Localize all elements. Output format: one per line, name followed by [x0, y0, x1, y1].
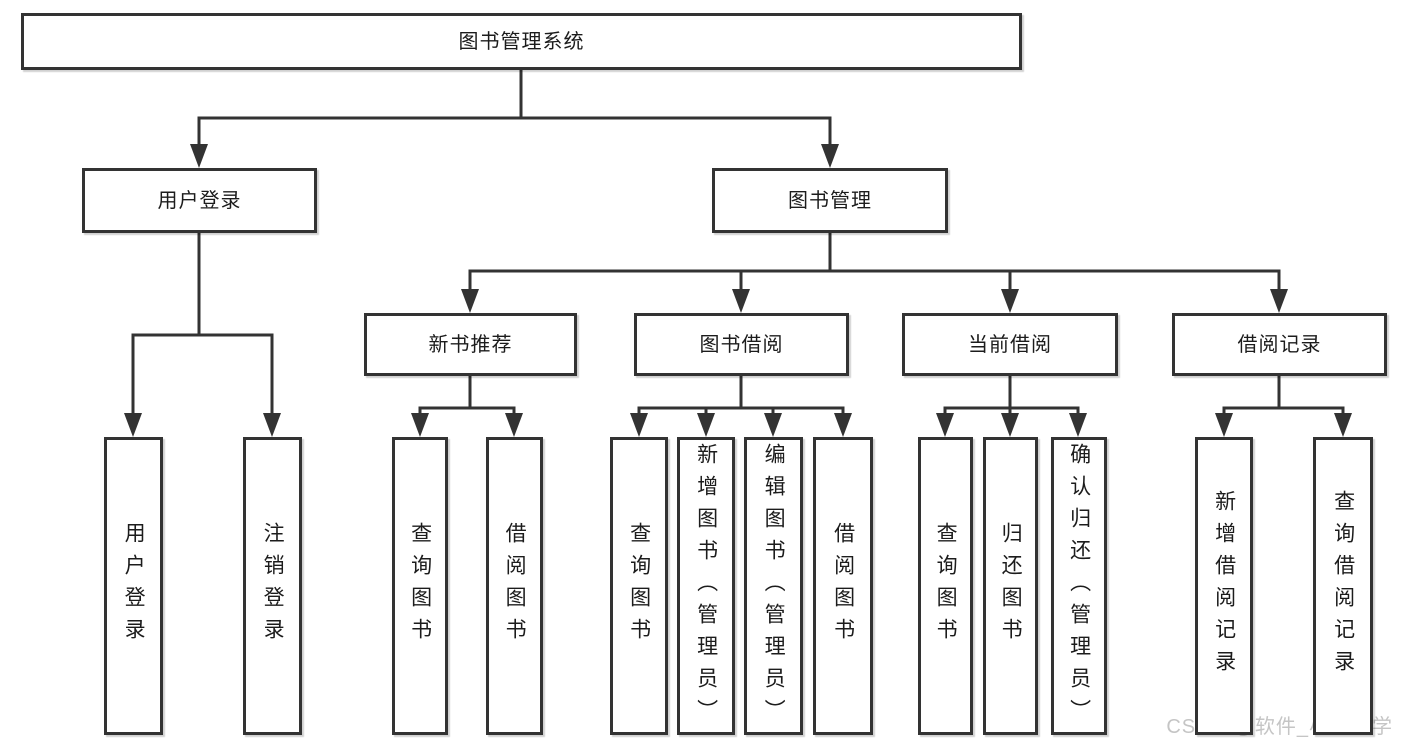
node-leaf-confirm-return-label: 确认归还（管理员） [1067, 443, 1091, 731]
connector-group [411, 374, 523, 437]
node-leaf-query-record: 查询借阅记录 [1313, 437, 1373, 735]
node-current-borrow-label: 当前借阅 [968, 333, 1052, 356]
connector-group [630, 374, 852, 437]
arrowhead-down-icon [1069, 413, 1087, 437]
node-book-mgmt: 图书管理 [712, 168, 948, 233]
arrowhead-down-icon [821, 144, 839, 168]
arrowhead-down-icon [1215, 413, 1233, 437]
connector-group [124, 231, 281, 437]
node-leaf-borrow-book-2: 借阅图书 [813, 437, 873, 735]
arrowhead-down-icon [630, 413, 648, 437]
node-leaf-query-book-2: 查询图书 [610, 437, 668, 735]
node-book-borrow-label: 图书借阅 [699, 333, 784, 356]
node-book-mgmt-label: 图书管理 [788, 189, 872, 212]
node-leaf-query-book-1: 查询图书 [392, 437, 448, 735]
arrowhead-down-icon [505, 413, 523, 437]
arrowhead-down-icon [190, 144, 208, 168]
node-book-borrow: 图书借阅 [634, 313, 849, 376]
node-leaf-borrow-book-1: 借阅图书 [486, 437, 543, 735]
connector-line [418, 374, 516, 421]
node-leaf-edit-book-label: 编辑图书（管理员） [762, 443, 786, 731]
node-leaf-logout: 注销登录 [243, 437, 302, 735]
arrowhead-down-icon [1001, 413, 1019, 437]
node-leaf-borrow-book-1-label: 借阅图书 [503, 522, 527, 650]
node-new-book-recommend-label: 新书推荐 [428, 333, 513, 356]
connector-group [190, 68, 839, 168]
node-leaf-add-book-label: 新增图书（管理员） [694, 443, 718, 731]
connector-line [943, 374, 1080, 421]
node-user-login: 用户登录 [82, 168, 317, 233]
node-leaf-query-book-1-label: 查询图书 [408, 522, 432, 650]
connector-line [1222, 374, 1345, 421]
node-leaf-add-book: 新增图书（管理员） [677, 437, 735, 735]
node-leaf-confirm-return: 确认归还（管理员） [1051, 437, 1107, 735]
arrowhead-down-icon [1270, 289, 1288, 313]
arrowhead-down-icon [461, 289, 479, 313]
node-leaf-query-book-3-label: 查询图书 [934, 522, 958, 650]
node-leaf-borrow-book-2-label: 借阅图书 [831, 522, 855, 650]
arrowhead-down-icon [124, 413, 142, 437]
node-leaf-query-book-2-label: 查询图书 [627, 522, 651, 650]
arrowhead-down-icon [411, 413, 429, 437]
node-leaf-return-book-label: 归还图书 [999, 522, 1023, 650]
arrowhead-down-icon [263, 413, 281, 437]
connector-group [1215, 374, 1352, 437]
node-root-label: 图书管理系统 [458, 30, 585, 53]
arrowhead-down-icon [697, 413, 715, 437]
connector-group [936, 374, 1087, 437]
arrowhead-down-icon [732, 289, 750, 313]
node-leaf-query-record-label: 查询借阅记录 [1331, 490, 1355, 682]
connector-line [468, 231, 1281, 297]
node-leaf-logout-label: 注销登录 [261, 522, 285, 650]
node-leaf-return-book: 归还图书 [983, 437, 1038, 735]
connector-line [197, 68, 832, 152]
arrowhead-down-icon [834, 413, 852, 437]
node-borrow-records: 借阅记录 [1172, 313, 1387, 376]
node-leaf-add-record-label: 新增借阅记录 [1212, 490, 1236, 682]
node-leaf-query-book-3: 查询图书 [918, 437, 973, 735]
connector-group [461, 231, 1288, 313]
node-current-borrow: 当前借阅 [902, 313, 1118, 376]
node-new-book-recommend: 新书推荐 [364, 313, 577, 376]
arrowhead-down-icon [1334, 413, 1352, 437]
node-borrow-records-label: 借阅记录 [1237, 333, 1322, 356]
node-user-login-label: 用户登录 [157, 189, 242, 212]
connector-line [131, 231, 274, 421]
node-root: 图书管理系统 [21, 13, 1022, 70]
arrowhead-down-icon [764, 413, 782, 437]
arrowhead-down-icon [936, 413, 954, 437]
arrowhead-down-icon [1001, 289, 1019, 313]
node-leaf-add-record: 新增借阅记录 [1195, 437, 1253, 735]
node-leaf-user-login: 用户登录 [104, 437, 163, 735]
node-leaf-user-login-label: 用户登录 [122, 522, 146, 650]
connector-line [637, 374, 845, 421]
node-leaf-edit-book: 编辑图书（管理员） [744, 437, 803, 735]
